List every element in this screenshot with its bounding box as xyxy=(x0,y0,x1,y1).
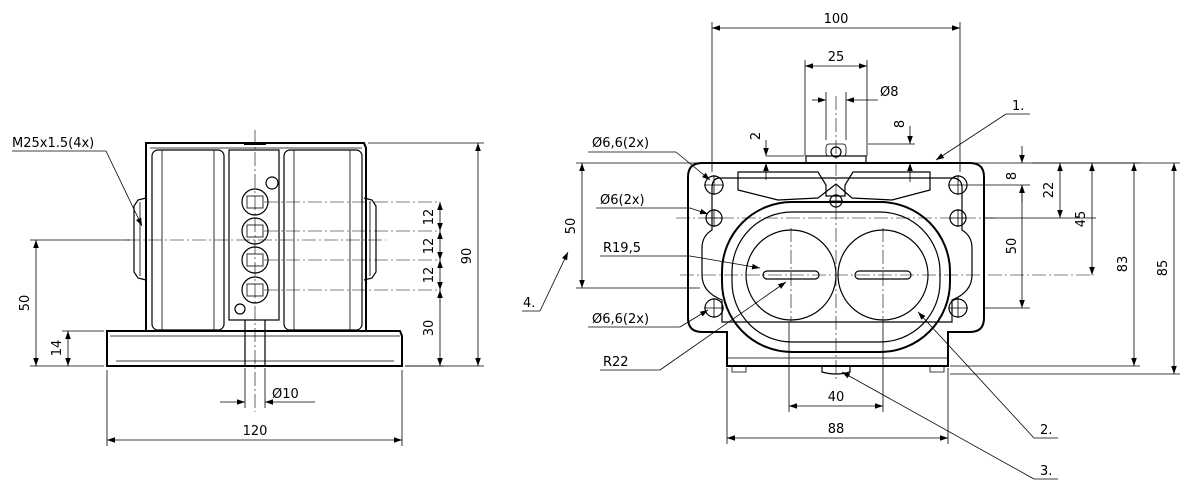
front-inner-frame xyxy=(701,177,973,323)
front-dim-pin: Ø8 xyxy=(880,85,899,100)
callout-2: 2. xyxy=(1040,423,1052,438)
front-dim-slot: 25 xyxy=(828,50,845,65)
front-dim-40: 40 xyxy=(828,390,845,405)
front-body xyxy=(687,162,985,367)
side-dim-pitch-2: 12 xyxy=(422,238,437,255)
side-dim-base: 14 xyxy=(50,340,65,357)
side-dim-height-total: 90 xyxy=(460,248,475,265)
front-lever xyxy=(737,171,931,201)
callout-1: 1. xyxy=(1012,99,1024,114)
side-switch-block xyxy=(228,149,280,321)
callout-4: 4. xyxy=(523,296,535,311)
front-view: 100 25 Ø8 2 8 Ø6,6(2x) Ø6(2x) xyxy=(522,12,1180,480)
front-dim-right-22: 22 xyxy=(1042,182,1057,199)
side-thread-label: M25x1.5(4x) xyxy=(12,136,94,151)
front-dim-8-top: 8 xyxy=(893,120,908,128)
front-dim-88: 88 xyxy=(828,422,845,437)
front-dim-top: 100 xyxy=(824,12,849,27)
side-dim-width: 120 xyxy=(243,424,268,439)
side-dim-shaft: Ø10 xyxy=(272,387,299,402)
front-dim-right-85: 85 xyxy=(1156,260,1171,277)
front-dim-right-83: 83 xyxy=(1116,256,1131,273)
callout-3: 3. xyxy=(1040,464,1052,479)
front-dim-r22: R22 xyxy=(603,355,629,370)
side-dim-pitch-3: 12 xyxy=(422,267,437,284)
front-dim-hole-bot: Ø6,6(2x) xyxy=(592,312,649,327)
front-dim-left-50: 50 xyxy=(564,218,579,235)
front-dim-hole-top: Ø6,6(2x) xyxy=(592,136,649,151)
side-dim-pitch-1: 12 xyxy=(422,209,437,226)
front-dim-2: 2 xyxy=(749,132,764,140)
front-dim-hole-mid: Ø6(2x) xyxy=(600,193,645,208)
front-dim-r19: R19,5 xyxy=(603,241,641,256)
front-dim-right-50: 50 xyxy=(1005,238,1020,255)
side-gland-left xyxy=(133,197,147,281)
side-view: 120 90 30 12 12 12 50 14 Ø10 M25x1.5( xyxy=(12,130,484,446)
front-dim-right-45: 45 xyxy=(1074,211,1089,228)
side-gland-right xyxy=(363,197,377,281)
side-dim-bottom-hole: 30 xyxy=(422,320,437,337)
front-dim-right-8: 8 xyxy=(1005,172,1020,180)
side-dim-height-axis: 50 xyxy=(18,295,33,312)
